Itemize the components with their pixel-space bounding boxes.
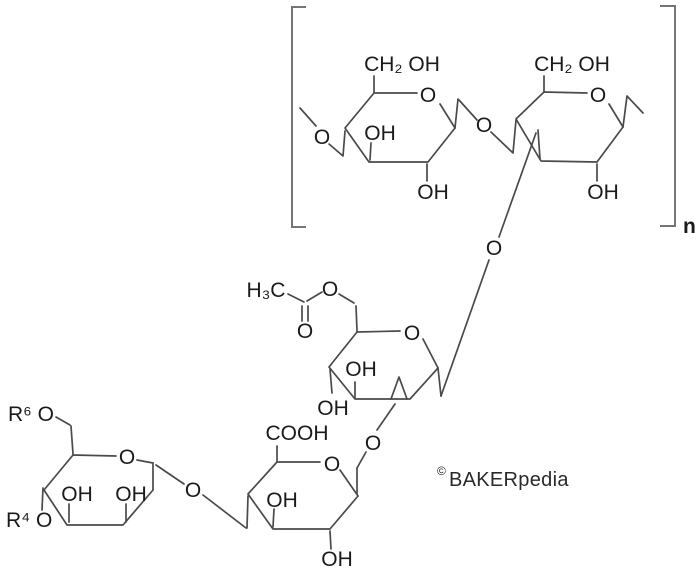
hydroxyl-label: OH <box>321 548 353 571</box>
ring-oxygen-label: O <box>404 322 420 345</box>
repeat-ring-left-bonds <box>299 75 517 182</box>
acetyl-group-bonds <box>287 291 358 332</box>
glycosidic-oxygen-label: O <box>486 237 502 260</box>
ester-oxygen-label: O <box>322 278 338 301</box>
repeat-ring-right-bonds <box>515 75 644 182</box>
glycosidic-oxygen-label: O <box>185 479 201 502</box>
glycosidic-oxygen-label: O <box>476 114 492 137</box>
hydroxyl-label: OH <box>115 483 147 506</box>
hydroxyl-label: OH <box>61 483 93 506</box>
ch2oh-label-left: CH₂ OH <box>364 53 440 76</box>
acetylated-ring-bonds <box>328 330 442 431</box>
repeat-count-label: n <box>683 215 696 238</box>
substituted-ring-bonds <box>41 416 185 526</box>
ring-oxygen-label: O <box>590 84 606 107</box>
watermark-copyright-icon: © <box>437 464 446 478</box>
right-bracket <box>660 5 676 227</box>
hydroxyl-label: OH <box>266 489 298 512</box>
hydroxyl-label: OH <box>345 358 377 381</box>
atom-labels: CH₂ OH CH₂ OH O O O O O O O O O O O O OH… <box>6 53 696 571</box>
glycosidic-oxygen-label: O <box>314 126 330 149</box>
uronic-ring-bonds <box>202 445 359 550</box>
sidechain-connector-bonds <box>440 132 537 397</box>
ch2oh-label-right: CH₂ OH <box>534 53 610 76</box>
watermark: © BAKERpedia <box>437 464 569 491</box>
repeat-unit-brackets <box>291 5 676 228</box>
carbonyl-oxygen-label: O <box>297 320 313 343</box>
hydroxyl-label: OH <box>587 181 619 204</box>
ring-oxygen-label: O <box>324 453 340 476</box>
hydroxyl-label: OH <box>364 122 396 145</box>
acetyl-methyl-label: H₃C <box>247 279 286 302</box>
substituent-r4-label: R⁴ O <box>6 509 52 532</box>
carboxyl-label: COOH <box>266 422 329 445</box>
ring-oxygen-label: O <box>420 84 436 107</box>
hydroxyl-label: OH <box>317 397 349 420</box>
substituent-r6-label: R⁶ O <box>8 403 54 426</box>
glycosidic-oxygen-label: O <box>365 432 381 455</box>
ring-oxygen-label: O <box>119 446 135 469</box>
watermark-brand-text: BAKERpedia <box>449 469 569 491</box>
hydroxyl-label: OH <box>417 181 449 204</box>
left-bracket <box>291 6 306 228</box>
uronic-link-bonds <box>356 451 367 495</box>
